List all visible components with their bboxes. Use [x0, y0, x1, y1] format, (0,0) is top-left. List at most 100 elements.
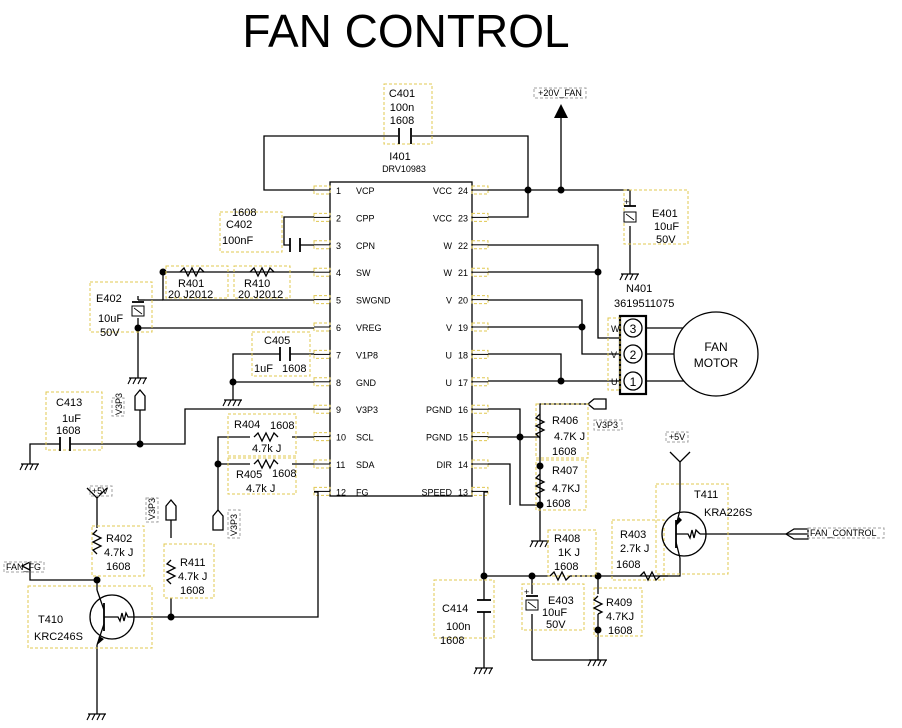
capacitor-e401: + E401 10uF 50V [623, 189, 689, 246]
r401-ref: R401 [178, 278, 204, 290]
r403-ref: R403 [620, 529, 646, 541]
ic-pin-right: 22 W [444, 240, 489, 251]
c413-size: 1608 [56, 425, 80, 437]
ic-pin-number: 5 [336, 296, 341, 306]
junctions [93, 186, 602, 634]
t411-part: KRA226S [704, 507, 752, 519]
ic-pin-name: VREG [356, 323, 382, 333]
resistor-r409: R409 4.7KJ 1608 [592, 587, 643, 637]
c414-size: 1608 [440, 635, 464, 647]
ic-pin-number: 7 [336, 350, 341, 360]
ic-pin-right: 21 W [444, 267, 489, 278]
c414-ref: C414 [442, 603, 468, 615]
c413-value: 1uF [62, 413, 81, 425]
net-5v-right: +5V [665, 431, 691, 463]
v3p3-label-r411: V3P3 [147, 498, 157, 520]
c405-value: 1uF [254, 363, 273, 375]
ic-pin-number: 14 [458, 460, 468, 470]
ground-symbol [529, 532, 550, 548]
motor-label-1: FAN [704, 340, 727, 354]
v3p3-label-sda: V3P3 [229, 514, 239, 536]
capacitor-e402: E402 10uF 50V [89, 281, 153, 339]
ic-pin-number: 22 [458, 241, 468, 251]
net-fan-control: FAN_CONTROL [784, 527, 885, 540]
ic-pin-name: W [444, 241, 453, 251]
v5-label-left: +5V [92, 486, 108, 496]
e403-voltage: 50V [546, 619, 566, 631]
capacitor-c402: 1608 C402 100nF [219, 207, 301, 253]
resistor-r405: R405 1608 4.7k J [227, 457, 297, 495]
r404-ref: R404 [234, 419, 260, 431]
ic-pin-name: U [446, 378, 453, 388]
ic-pin-number: 10 [336, 433, 346, 443]
resistor-r401: R401 20 J2012 [165, 265, 229, 301]
net-v3p3-left: V3P3 [111, 388, 146, 418]
net-5v-left: +5V [86, 485, 113, 499]
ground-symbol [127, 369, 148, 385]
r409-size: 1608 [608, 625, 632, 637]
resistor-r406: R406 4.7K J 1608 [534, 403, 589, 459]
ic-pin-name: VCP [356, 186, 375, 196]
resistor-r411: R411 4.7k J 1608 [163, 543, 215, 599]
ic-pin-number: 4 [336, 268, 341, 278]
ic-pin-name: CPP [356, 213, 375, 223]
ic-pin-name: V [446, 296, 452, 306]
c413-ref: C413 [56, 397, 82, 409]
ic-part-label: DRV10983 [382, 164, 426, 174]
fan-motor: FAN MOTOR [673, 311, 759, 397]
r410-ref: R410 [244, 278, 270, 290]
ic-pin-left: 1 VCP [313, 185, 375, 196]
ic-pin-number: 13 [458, 487, 468, 497]
r408-value: 1K J [558, 547, 580, 559]
c401-ref: C401 [389, 88, 415, 100]
ic-pin-number: 21 [458, 268, 468, 278]
r402-size: 1608 [106, 561, 130, 573]
c402-size: 1608 [232, 207, 256, 219]
ic-pin-number: 20 [458, 296, 468, 306]
ic-pin-name: CPN [356, 241, 375, 251]
net-v3p3-sda: V3P3 [212, 508, 241, 539]
r405-ref: R405 [236, 469, 262, 481]
ic-pin-number: 17 [458, 378, 468, 388]
transistor-t411: T411 KRA226S [655, 483, 752, 575]
e402-ref: E402 [96, 293, 122, 305]
ic-pin-number: 1 [336, 186, 341, 196]
capacitor-e403: + E403 10uF 50V [521, 583, 585, 631]
r404-value: 4.7k J [252, 443, 281, 455]
ground-symbol [587, 651, 608, 667]
ic-pin-right: 18U [446, 349, 489, 360]
capacitor-c405: C405 1uF 1608 [251, 331, 311, 377]
n401-part: 3619511075 [614, 298, 674, 310]
ic-pin-name: PGND [426, 405, 453, 415]
ground-symbol [222, 391, 243, 407]
ic-pin-name: W [444, 268, 453, 278]
ic-pin-name: VCC [433, 186, 453, 196]
ic-pin-number: 11 [336, 460, 345, 470]
r410-value: 20 J2012 [238, 289, 283, 301]
e402-value: 10uF [98, 313, 123, 325]
r402-value: 4.7k J [104, 547, 133, 559]
e403-ref: E403 [548, 595, 574, 607]
net-20v-fan-label: +20V_FAN [538, 88, 582, 98]
net-v3p3-r406: V3P3 [586, 398, 623, 431]
c405-ref: C405 [264, 335, 290, 347]
resistor-r410: R410 20 J2012 [233, 265, 291, 301]
e401-value: 10uF [654, 221, 679, 233]
c401-size: 1608 [390, 115, 414, 127]
ic-pin-name: U [446, 350, 453, 360]
ic-pin-name: SDA [356, 460, 375, 470]
fan-control-label: FAN_CONTROL [810, 528, 877, 538]
r402-ref: R402 [106, 533, 132, 545]
r403-size: 1608 [616, 559, 640, 571]
c405-size: 1608 [282, 363, 306, 375]
r411-value: 4.7k J [178, 571, 207, 583]
r406-value: 4.7K J [554, 431, 585, 443]
r406-size: 1608 [552, 446, 576, 458]
